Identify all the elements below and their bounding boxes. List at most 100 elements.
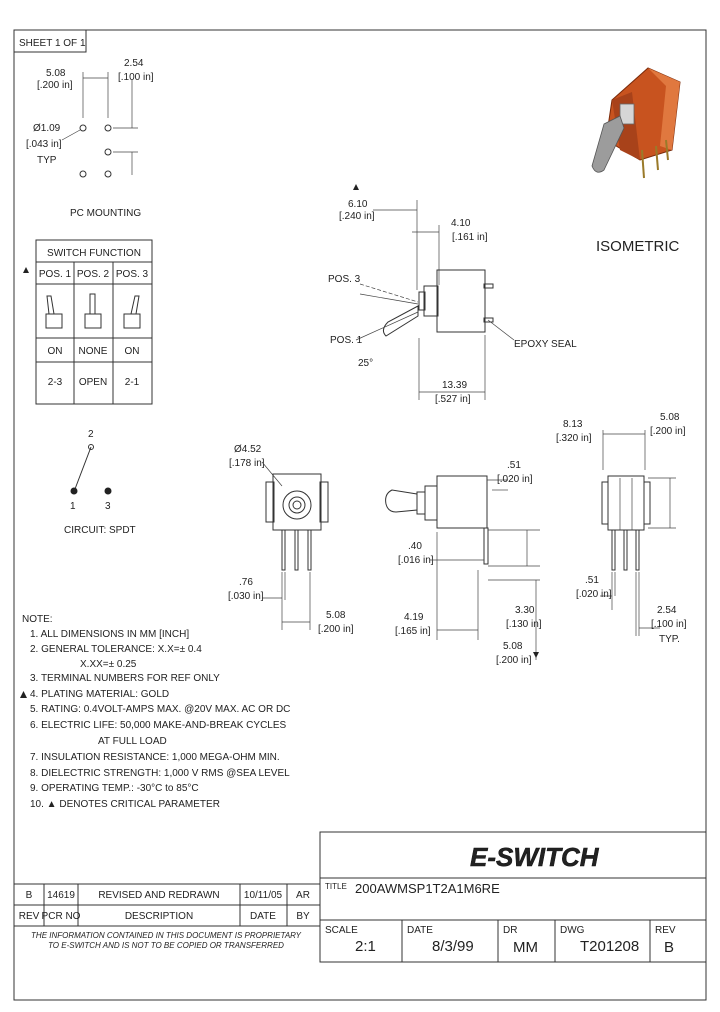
rev-header-pcr: PCR NO bbox=[42, 911, 81, 922]
dwg-value: T201208 bbox=[580, 938, 639, 955]
isometric-view: ISOMETRIC bbox=[591, 67, 681, 255]
date-label: DATE bbox=[407, 925, 433, 936]
conn-pos1: 2-3 bbox=[48, 377, 63, 388]
side-dim-b-mm: 4.10 bbox=[451, 218, 471, 229]
side-dim-c-in: [.527 in] bbox=[435, 394, 471, 405]
bs-dim-d-in: [.130 in] bbox=[506, 619, 542, 630]
circuit-term-2: 2 bbox=[88, 429, 94, 440]
title-block: E-SWITCH TITLE 200AWMSP1T2A1M6RE B 14619… bbox=[13, 831, 707, 963]
rev-header-rev: REV bbox=[19, 911, 40, 922]
ev-dim-d-mm: 2.54 bbox=[657, 605, 677, 616]
mount-hole bbox=[104, 124, 112, 132]
front-dim-pin-mm: .76 bbox=[239, 577, 253, 588]
mount-hole bbox=[104, 170, 112, 178]
note-item: 6. ELECTRIC LIFE: 50,000 MAKE-AND-BREAK … bbox=[30, 720, 287, 731]
dim-pitch-mm: 5.08 bbox=[46, 68, 66, 79]
front-dim-dia-in: [.178 in] bbox=[229, 458, 265, 469]
lever-pos2-icon bbox=[84, 293, 102, 329]
circuit-diagram: 2 1 3 CIRCUIT: SPDT bbox=[64, 429, 136, 536]
conn-pos2: OPEN bbox=[79, 377, 107, 388]
ev-dim-a-in: [.320 in] bbox=[556, 433, 592, 444]
side-dim-c-mm: 13.39 bbox=[442, 380, 467, 391]
note-item: 2. GENERAL TOLERANCE: X.X=± 0.4 bbox=[30, 644, 202, 655]
title-value: 200AWMSP1T2A1M6RE bbox=[355, 881, 500, 896]
note-item: 3. TERMINAL NUMBERS FOR REF ONLY bbox=[30, 673, 220, 684]
switch-function-title: SWITCH FUNCTION bbox=[47, 248, 141, 259]
dim-pitch-in: [.200 in] bbox=[37, 80, 73, 91]
bs-dim-c-mm: 4.19 bbox=[404, 612, 424, 623]
critical-triangle-icon bbox=[23, 267, 29, 273]
rev-row-by: AR bbox=[296, 890, 310, 901]
pc-mounting-view: 5.08 [.200 in] 2.54 [.100 in] Ø1.09 [.04… bbox=[26, 58, 154, 219]
scale-label: SCALE bbox=[325, 925, 358, 936]
switch-function-table: SWITCH FUNCTION POS. 1 POS. 2 POS. 3 ON … bbox=[23, 239, 153, 405]
front-dim-pin-in: [.030 in] bbox=[228, 591, 264, 602]
company-logo: E-SWITCH bbox=[470, 842, 600, 872]
bs-dim-d-mm: 3.30 bbox=[515, 605, 535, 616]
bs-dim-b-in: [.016 in] bbox=[398, 555, 434, 566]
date-value: 8/3/99 bbox=[432, 938, 474, 955]
mount-hole bbox=[79, 124, 87, 132]
side-view: 6.10 [.240 in] 4.10 [.161 in] POS. 3 POS… bbox=[328, 184, 577, 405]
note-item: 1. ALL DIMENSIONS IN MM [INCH] bbox=[30, 629, 189, 640]
dim-spacing-in: [.100 in] bbox=[118, 72, 154, 83]
circuit-term-3: 3 bbox=[105, 501, 111, 512]
front-dim-w-mm: 5.08 bbox=[326, 610, 346, 621]
dwg-label: DWG bbox=[560, 925, 585, 936]
critical-triangle-icon bbox=[353, 184, 359, 190]
proprietary-line-2: TO E-SWITCH AND IS NOT TO BE COPIED OR T… bbox=[48, 941, 284, 950]
note-item: 8. DIELECTRIC STRENGTH: 1,000 V RMS @SEA… bbox=[30, 768, 290, 779]
side-dim-b-in: [.161 in] bbox=[452, 232, 488, 243]
dr-label: DR bbox=[503, 925, 517, 936]
note-item: 9. OPERATING TEMP.: -30°C to 85°C bbox=[30, 783, 199, 794]
lever-pos3-icon bbox=[123, 295, 141, 329]
side-dim-a-in: [.240 in] bbox=[339, 211, 375, 222]
circuit-term-1: 1 bbox=[70, 501, 76, 512]
side-pos1-label: POS. 1 bbox=[330, 335, 363, 346]
ev-dim-d-typ: TYP. bbox=[659, 634, 680, 645]
dr-value: MM bbox=[513, 939, 538, 956]
mount-hole bbox=[104, 148, 112, 156]
side-view-2: .51 [.020 in] .40 [.016 in] 4.19 [.165 i… bbox=[385, 460, 542, 666]
front-view: Ø4.52 [.178 in] .76 [.030 in] 5.08 [.200… bbox=[228, 444, 354, 635]
ev-dim-b-in: [.200 in] bbox=[650, 426, 686, 437]
sheet-label: SHEET 1 OF 1 bbox=[19, 38, 86, 49]
note-item: 10. ▲ DENOTES CRITICAL PARAMETER bbox=[30, 799, 220, 810]
end-view: 8.13 [.320 in] 5.08 [.200 in] .51 [.020 … bbox=[556, 412, 687, 645]
rev-row-date: 10/11/05 bbox=[244, 890, 283, 901]
state-pos1: ON bbox=[48, 346, 63, 357]
state-pos2: NONE bbox=[79, 346, 108, 357]
dim-spacing-mm: 2.54 bbox=[124, 58, 144, 69]
rev-row-rev: B bbox=[26, 890, 33, 901]
front-dim-dia-mm: Ø4.52 bbox=[234, 444, 262, 455]
header-pos1: POS. 1 bbox=[39, 269, 72, 280]
sheet-label-box bbox=[13, 29, 87, 53]
scale-value: 2:1 bbox=[355, 938, 376, 955]
header-pos2: POS. 2 bbox=[77, 269, 110, 280]
bs-dim-e-mm: 5.08 bbox=[503, 641, 523, 652]
rev-label: REV bbox=[655, 925, 676, 936]
side-angle-label: 25° bbox=[358, 358, 373, 369]
note-item: 4. PLATING MATERIAL: GOLD bbox=[30, 689, 169, 700]
note-item: AT FULL LOAD bbox=[98, 736, 167, 747]
rev-header-desc: DESCRIPTION bbox=[125, 911, 193, 922]
rev-value: B bbox=[664, 939, 674, 956]
dim-hole-typ: TYP bbox=[37, 155, 57, 166]
rev-header-by: BY bbox=[296, 911, 310, 922]
side-dim-a-mm: 6.10 bbox=[348, 199, 368, 210]
note-item: 5. RATING: 0.4VOLT-AMPS MAX. @20V MAX. A… bbox=[30, 704, 290, 715]
bs-dim-b-mm: .40 bbox=[408, 541, 422, 552]
proprietary-line-1: THE INFORMATION CONTAINED IN THIS DOCUME… bbox=[31, 931, 302, 940]
front-dim-w-in: [.200 in] bbox=[318, 624, 354, 635]
title-label: TITLE bbox=[325, 882, 347, 891]
rev-header-date: DATE bbox=[250, 911, 276, 922]
ev-dim-c-mm: .51 bbox=[585, 575, 599, 586]
circuit-label: CIRCUIT: SPDT bbox=[64, 525, 136, 536]
critical-triangle-icon bbox=[20, 691, 27, 698]
pc-mounting-label: PC MOUNTING bbox=[70, 208, 141, 219]
mount-hole bbox=[79, 170, 87, 178]
dim-hole-mm: Ø1.09 bbox=[33, 123, 61, 134]
ev-dim-c-in: [.020 in] bbox=[576, 589, 612, 600]
ev-dim-a-mm: 8.13 bbox=[563, 419, 583, 430]
